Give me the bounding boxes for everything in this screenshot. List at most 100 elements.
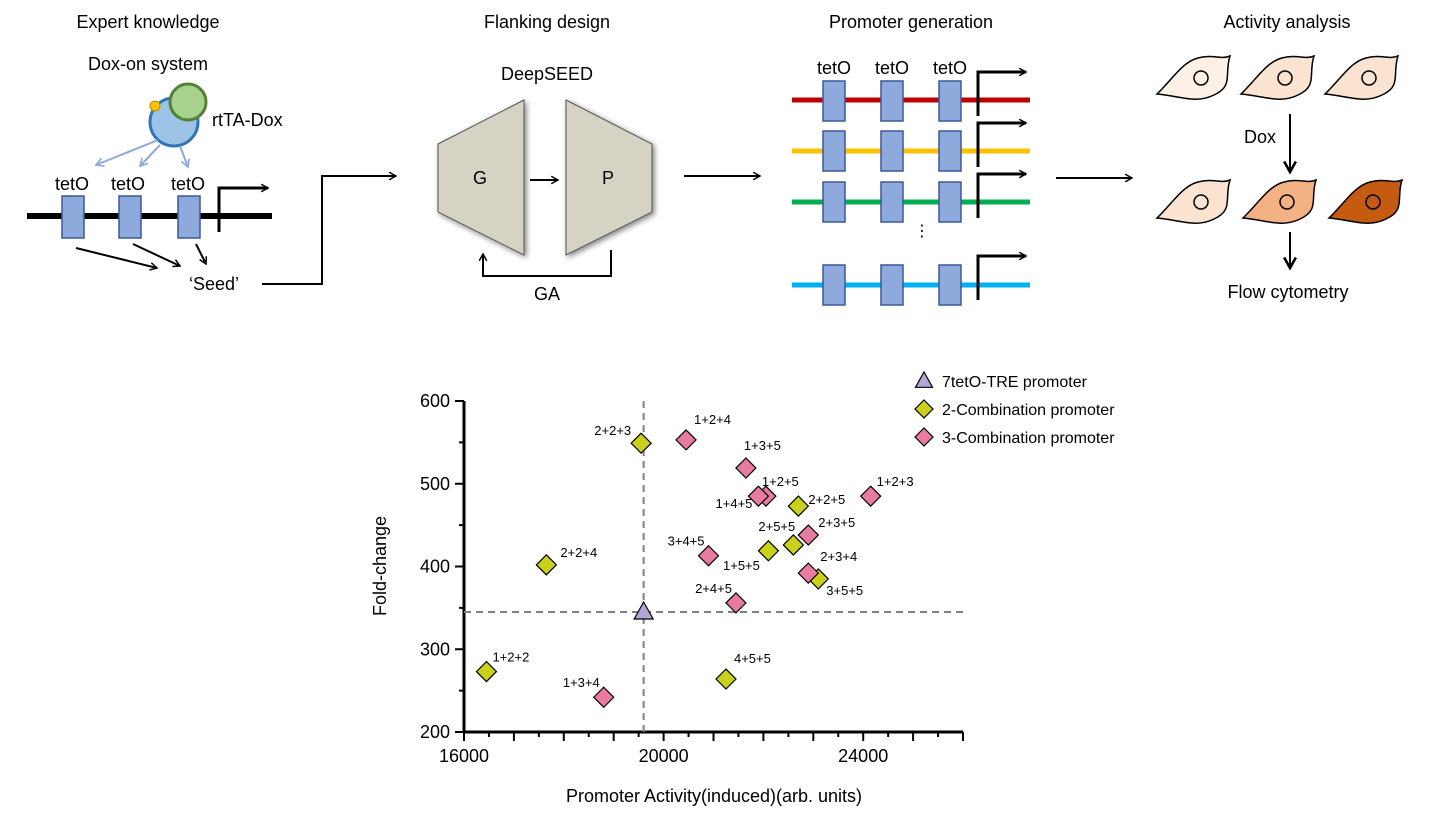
- legend-label: 2-Combination promoter: [942, 402, 1115, 419]
- teto-label-1: tetO: [55, 174, 89, 194]
- binding-arrow-3: [179, 145, 188, 167]
- chart-axes: 16000 20000 24000 200 300 400 500 600: [420, 391, 964, 766]
- generator-label: G: [473, 168, 487, 188]
- teto-top-label-1: tetO: [817, 58, 851, 78]
- triangle-marker: [633, 600, 655, 620]
- legend-label: 7tetO-TRE promoter: [942, 374, 1088, 391]
- teto-boxes-row-1: [822, 80, 962, 122]
- dox-dot: [149, 100, 161, 112]
- flow-cytometry-label: Flow cytometry: [1227, 282, 1348, 302]
- y-tick-label: 500: [420, 474, 450, 494]
- point-label: 2+2+4: [560, 545, 597, 560]
- diamond-marker: [630, 432, 652, 455]
- teto-boxes-row-2: [822, 130, 962, 172]
- y-tick-label: 600: [420, 391, 450, 411]
- teto-boxes-row-3: [822, 181, 962, 223]
- point-label: 1+2+5: [762, 474, 799, 489]
- step-title-expert: Expert knowledge: [76, 12, 219, 32]
- x-tick-label: 24000: [838, 746, 888, 766]
- y-tick-label: 400: [420, 557, 450, 577]
- generator-trapezoid: [437, 99, 525, 256]
- point-label: 4+5+5: [734, 651, 771, 666]
- seed-arrow-1: [75, 247, 157, 268]
- diamond-marker: [715, 668, 737, 690]
- diamond-marker: [797, 524, 820, 546]
- point-label: 1+2+4: [694, 412, 731, 427]
- point-label: 1+2+2: [492, 650, 529, 665]
- legend-marker: [914, 399, 934, 419]
- teto-top-label-3: tetO: [933, 58, 967, 78]
- y-tick-label: 300: [420, 639, 450, 659]
- diamond-marker: [747, 485, 770, 508]
- predictor-label: P: [602, 168, 614, 188]
- point-label: 1+3+4: [563, 675, 600, 690]
- tss-arrow: [217, 188, 268, 232]
- chart-legend: 7tetO-TRE promoter 2-Combination promoter…: [914, 370, 1115, 447]
- diamond-marker: [735, 457, 757, 479]
- legend-label: 3-Combination promoter: [942, 430, 1115, 447]
- diamond-marker: [475, 660, 498, 683]
- point-label: 1+2+3: [877, 474, 914, 489]
- diamond-marker: [782, 534, 805, 556]
- diamond-marker: [859, 485, 882, 508]
- point-label: 2+3+5: [818, 515, 855, 530]
- tss-arrow-row-1: [976, 72, 1026, 116]
- cell-nuclei-bottom: [1193, 194, 1381, 210]
- diamond-marker: [535, 553, 558, 576]
- connector-arrow-1: [262, 176, 396, 285]
- point-label: 2+5+5: [758, 519, 795, 534]
- point-label: 2+2+5: [808, 492, 845, 507]
- teto-box-2: [118, 195, 142, 239]
- point-label: 1+4+5: [716, 496, 753, 511]
- dox-circle: [168, 82, 208, 122]
- tss-arrow-row-4: [976, 256, 1026, 300]
- tss-arrow-row-2: [976, 123, 1026, 167]
- x-tick-label: 20000: [639, 746, 689, 766]
- y-tick-label: 200: [420, 722, 450, 742]
- point-labels: 2+2+3 2+2+5 2+5+5 2+2+4 3+5+5 1+2+2 4+5+5 1+2+4…: [492, 412, 913, 690]
- diamond-marker: [757, 539, 780, 562]
- diamond-marker: [675, 429, 697, 451]
- dox-on-system-label: Dox-on system: [88, 54, 208, 74]
- step-title-activity: Activity analysis: [1223, 12, 1350, 32]
- teto-top-label-2: tetO: [875, 58, 909, 78]
- x-axis-title: Promoter Activity(induced)(arb. units): [566, 786, 862, 806]
- diamond-marker: [797, 562, 820, 584]
- teto-box-3: [177, 195, 201, 239]
- predictor-trapezoid: [565, 99, 653, 256]
- legend-marker: [914, 370, 934, 388]
- point-label: 3+4+5: [668, 534, 705, 549]
- teto-box-1: [61, 195, 85, 239]
- cell-nuclei-top: [1193, 70, 1377, 86]
- binding-arrow-1: [96, 139, 159, 165]
- data-points: [475, 429, 882, 709]
- expert-knowledge-panel: Dox-on system rtTA-Dox tetO tetO tetO ‘S…: [27, 54, 396, 294]
- seed-arrow-2: [132, 243, 180, 266]
- point-label: 3+5+5: [826, 583, 863, 598]
- seed-arrow-3: [195, 243, 206, 264]
- ga-loop-arrow: [483, 250, 612, 277]
- teto-boxes-row-4: [822, 264, 962, 306]
- point-label: 2+2+3: [594, 423, 631, 438]
- teto-label-3: tetO: [171, 174, 205, 194]
- diamond-marker: [725, 592, 747, 614]
- legend-marker: [914, 427, 934, 447]
- point-label: 1+3+5: [744, 438, 781, 453]
- step-title-flanking: Flanking design: [484, 12, 610, 32]
- ellipsis: ⋮: [914, 223, 930, 240]
- teto-label-2: tetO: [111, 174, 145, 194]
- y-axis-title: Fold-change: [370, 516, 390, 616]
- activity-analysis-panel: Dox Flow cytometry: [1155, 54, 1404, 302]
- deepseed-label: DeepSEED: [501, 64, 593, 84]
- point-label: 1+5+5: [723, 558, 760, 573]
- diamond-marker: [592, 686, 615, 709]
- x-tick-label: 16000: [439, 746, 489, 766]
- diamond-marker: [787, 495, 810, 517]
- dox-label: Dox: [1244, 127, 1276, 147]
- step-title-generation: Promoter generation: [829, 12, 993, 32]
- point-label: 2+4+5: [695, 581, 732, 596]
- promoter-generation-panel: tetO tetO tetO ⋮: [792, 58, 1132, 306]
- ga-label: GA: [534, 284, 560, 304]
